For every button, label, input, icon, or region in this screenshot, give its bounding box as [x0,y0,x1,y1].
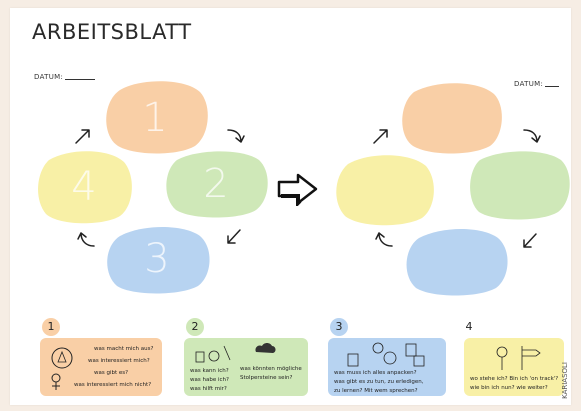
cycle-number-2: 2 [203,161,229,207]
tools-icon [195,345,231,363]
worksheet: ARBEITSBLATT DATUM: 1 2 3 4 [10,8,571,405]
cycle-arrow-icon [523,233,537,248]
cycle-step-1-blob: 1 [100,80,210,155]
panel-4-line: wo stehe ich? Bin ich 'on track'? [470,376,559,382]
orange-blob-shape [106,81,208,154]
cycle-step-2-blob: 2 [162,150,270,218]
signpost-icon [496,346,541,370]
cycle-step-4-blob-right [332,152,438,228]
panel-4-line: wie bin ich nun? wie weiter? [470,385,548,391]
cycle-arrow-icon [373,129,388,144]
cycle-arrow-icon [523,129,541,143]
panel-1-line: was gibt es? [94,370,129,376]
green-blob-shape [470,151,570,220]
panel-2-line: was hilft mir? [190,386,227,392]
panel-3-number: 3 [330,318,348,336]
panel-4-number: 4 [460,318,478,336]
checklist-icon [347,342,425,367]
person-thinking-icon [51,347,73,390]
panel-1-line: was macht mich aus? [94,346,154,352]
panel-2-line: was habe ich? [190,377,229,383]
date-label: DATUM: [514,80,544,88]
big-right-arrow-icon [277,173,318,206]
panel-1: was macht mich aus? was interessiert mic… [40,338,162,396]
panel-2-line: was kann ich? [190,368,229,374]
yellow-blob-shape [38,151,132,224]
panel-1-line: was interessiert mich? [88,358,150,364]
panel-4: wo stehe ich? Bin ich 'on track'? wie bi… [464,338,564,396]
cycle-step-3-blob-right [402,226,510,296]
cycle-arrow-icon [227,229,241,244]
cycle-step-1-blob-right [396,82,504,154]
panel-2: was kann ich? was habe ich? was hilft mi… [184,338,308,396]
panel-1-line: was interessiert mich nicht? [74,382,152,388]
orange-blob-shape [402,83,502,154]
panel-3-line: zu lernen? Mit wem sprechen? [334,388,418,394]
blue-blob-shape [406,229,508,296]
cycle-arrow-icon [77,232,95,247]
cycle-arrow-icon [75,129,90,144]
panel-1-number: 1 [42,318,60,336]
date-field-right[interactable]: DATUM: [514,80,560,88]
cycle-number-3: 3 [144,236,170,282]
cycle-number-4: 4 [71,164,97,210]
cycle-number-1: 1 [142,94,168,141]
cycle-arrow-icon [375,232,393,247]
date-field-left[interactable]: DATUM: [34,73,96,81]
credit-text: KARIASOLI [561,362,569,399]
panel-3-line: was muss ich alles anpacken? [334,370,417,376]
cycle-step-2-blob-right [466,150,571,220]
panel-2-line: was könnten mögliche [240,366,302,372]
panel-3-line: was gibt es zu tun, zu erledigen, [334,379,424,385]
page-title: ARBEITSBLATT [32,20,192,44]
panel-3: was muss ich alles anpacken? was gibt es… [328,338,446,396]
cycle-step-3-blob: 3 [102,224,212,294]
panel-2-line: Stolpersteine sein? [240,375,293,381]
date-label: DATUM: [34,73,64,81]
green-blob-shape [166,151,268,218]
cycle-arrow-icon [227,129,245,143]
cycle-step-4-blob: 4 [34,148,134,226]
blue-blob-shape [107,227,210,294]
panel-2-number: 2 [186,318,204,336]
yellow-blob-shape [336,155,434,226]
cloud-icon [255,343,276,353]
